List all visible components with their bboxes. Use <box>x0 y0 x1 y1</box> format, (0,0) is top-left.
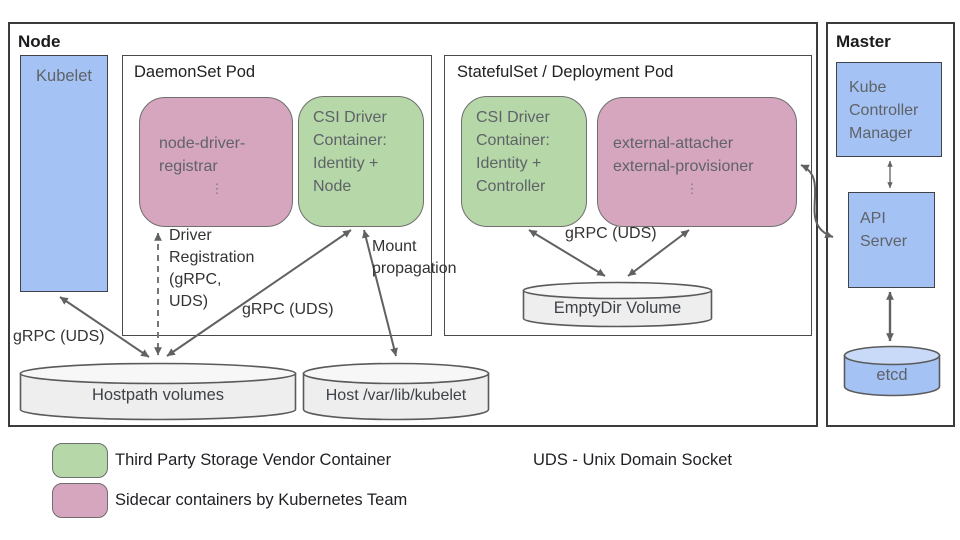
csi-node-line: Node <box>313 178 352 195</box>
csi-node-line: CSI Driver <box>313 109 387 126</box>
statefulset-pod-title: StatefulSet / Deployment Pod <box>457 63 674 81</box>
api-server-box: API Server <box>848 192 935 288</box>
node-driver-registrar-box: node-driver- registrar ⋮ <box>139 97 293 227</box>
kube-controller-manager-box: Kube Controller Manager <box>836 62 942 157</box>
cylinder-shape <box>522 281 713 328</box>
driver-registration-line: Registration <box>169 249 255 266</box>
csi-node-line: Container: <box>313 132 387 149</box>
kubelet-box: Kubelet <box>20 55 108 292</box>
kcm-line: Kube <box>849 79 887 96</box>
kcm-line: Controller <box>849 102 919 119</box>
host-var-lib-kubelet-label: Host /var/lib/kubelet <box>325 386 467 404</box>
grpc-uds-label-statefulset: gRPC (UDS) <box>565 225 657 242</box>
csi-controller-line: CSI Driver <box>476 109 550 126</box>
registrar-line: node-driver- <box>159 135 246 152</box>
emptydir-volume-cylinder: EmptyDir Volume <box>522 281 713 328</box>
daemonset-pod-title: DaemonSet Pod <box>134 63 256 81</box>
cylinder-shape <box>843 345 941 397</box>
cylinder-shape <box>19 362 297 421</box>
legend-pink-swatch <box>52 483 108 518</box>
etcd-label: etcd <box>876 365 908 384</box>
registrar-line: registrar <box>159 158 218 175</box>
csi-node-line: Identity + <box>313 155 379 172</box>
hostpath-volumes-cylinder: Hostpath volumes <box>19 362 297 421</box>
kcm-line: Manager <box>849 125 913 142</box>
host-var-lib-kubelet-cylinder: Host /var/lib/kubelet <box>302 362 490 421</box>
master-section-title: Master <box>836 32 891 51</box>
csi-controller-line: Controller <box>476 178 546 195</box>
hostpath-volumes-label: Hostpath volumes <box>91 386 225 404</box>
mount-propagation-label: Mount propagation <box>372 236 457 280</box>
etcd-cylinder: etcd <box>843 345 941 397</box>
cylinder-shape <box>302 362 490 421</box>
uds-note: UDS - Unix Domain Socket <box>533 451 732 469</box>
grpc-uds-label-center: gRPC (UDS) <box>242 301 334 318</box>
emptydir-volume-label: EmptyDir Volume <box>553 299 682 317</box>
legend-green-label: Third Party Storage Vendor Container <box>115 451 392 469</box>
external-sidecars-box: external-attacher external-provisioner ⋮ <box>597 97 797 227</box>
mount-propagation-line: Mount <box>372 238 417 255</box>
legend-pink-label: Sidecar containers by Kubernetes Team <box>115 491 408 509</box>
sidecars-ellipsis: ⋮ <box>685 181 699 196</box>
csi-driver-controller-box: CSI Driver Container: Identity + Control… <box>461 96 587 227</box>
sidecar-line: external-attacher <box>613 135 734 152</box>
api-server-line: Server <box>860 233 908 250</box>
csi-driver-node-box: CSI Driver Container: Identity + Node <box>298 96 424 227</box>
legend-green-swatch <box>52 443 108 478</box>
csi-controller-line: Container: <box>476 132 550 149</box>
kubelet-label: Kubelet <box>36 67 92 85</box>
mount-propagation-line: propagation <box>372 260 457 277</box>
grpc-uds-label-left: gRPC (UDS) <box>13 328 105 345</box>
csi-controller-line: Identity + <box>476 155 542 172</box>
api-server-line: API <box>860 210 886 227</box>
registrar-ellipsis: ⋮ <box>210 181 224 196</box>
node-section-title: Node <box>18 32 61 51</box>
driver-registration-line: (gRPC, <box>169 271 222 288</box>
driver-registration-line: Driver <box>169 227 212 244</box>
sidecar-line: external-provisioner <box>613 158 754 175</box>
